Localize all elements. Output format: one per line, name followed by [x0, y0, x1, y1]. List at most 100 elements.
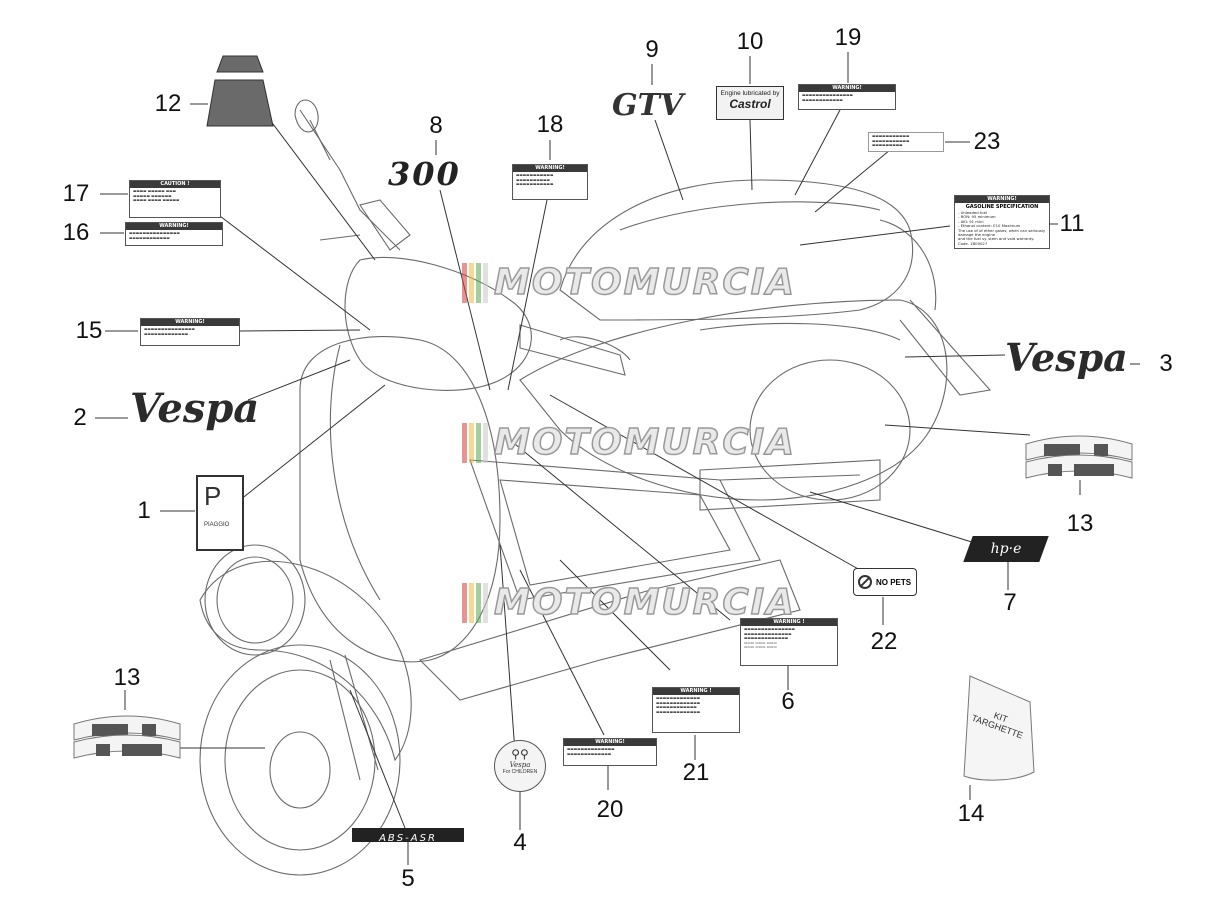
- watermark-bar: [469, 582, 474, 623]
- part-21-warning-label: WARNING ! ▬▬▬▬▬▬▬▬▬▬▬▬▬▬▬▬▬▬▬▬▬▬▬▬▬▬▬▬▬▬…: [652, 687, 740, 733]
- gas-title: GASOLINE SPECIFICATION: [965, 204, 1039, 210]
- warning-header: WARNING!: [799, 85, 895, 92]
- caution-header: CAUTION !: [130, 181, 220, 188]
- part-19-warning-label: WARNING! ▬▬▬▬▬▬▬▬▬▬▬▬▬▬▬▬▬▬▬▬▬▬▬▬▬▬▬: [798, 84, 896, 110]
- gas-line: - AKI: 91 mini: [958, 218, 984, 224]
- part-2-vespa-logo: Vespa: [130, 385, 260, 432]
- callout-16: 16: [62, 219, 90, 246]
- children-icon: ⚲⚲: [511, 747, 529, 761]
- gas-line: and the fuel sy. stem and void warranty.: [958, 236, 1035, 242]
- watermark-text: MOTOMURCIA: [493, 581, 797, 624]
- callout-13-left: 13: [113, 664, 141, 691]
- callout-10: 10: [736, 28, 764, 55]
- watermark-2: MOTOMURCIA: [462, 421, 797, 464]
- callout-6: 6: [781, 688, 795, 715]
- watermark-bar: [483, 422, 488, 463]
- callout-17: 17: [62, 180, 90, 207]
- callout-1: 1: [137, 497, 151, 524]
- callout-12: 12: [154, 90, 182, 117]
- watermark-bar: [483, 262, 488, 303]
- watermark-3: MOTOMURCIA: [462, 581, 797, 624]
- label-body: ▬▬▬▬▬▬▬▬▬▬▬▬▬▬▬▬▬▬▬▬▬▬▬▬▬▬▬: [802, 93, 853, 102]
- castrol-brand: Castrol: [729, 97, 771, 111]
- part-3-vespa-logo: Vespa: [1005, 335, 1128, 380]
- gas-line: - RON: 95 minimum: [958, 214, 996, 220]
- warning-header: WARNING!: [955, 196, 1049, 203]
- watermark-text: MOTOMURCIA: [493, 261, 797, 304]
- part-14-kit-envelope: [963, 675, 1035, 781]
- callout-11: 11: [1059, 210, 1085, 237]
- warning-header: WARNING!: [126, 223, 222, 230]
- part-13-stickers-right: [1025, 435, 1133, 479]
- label-body: ▬▬▬▬ ▬▬▬▬▬ ▬▬▬▬▬▬▬▬ ▬▬▬▬▬▬▬▬▬▬ ▬▬▬▬ ▬▬▬▬…: [133, 189, 180, 203]
- callout-4: 4: [513, 829, 527, 856]
- gas-line: The use of of ether gases, when can seri…: [958, 227, 1046, 238]
- callout-9: 9: [645, 36, 659, 63]
- warning-header: WARNING!: [513, 165, 587, 172]
- part-11-gasoline-label: WARNING! GASOLINE SPECIFICATION - Unlead…: [954, 195, 1050, 249]
- part-12-stickers: [206, 55, 274, 127]
- watermark-bar: [476, 262, 481, 303]
- part-1-piaggio-badge: P PIAGGIO: [196, 475, 244, 551]
- warning-header: WARNING !: [741, 619, 837, 626]
- part-18-warning-label: WARNING! ▬▬▬▬▬▬▬▬▬▬▬▬▬▬▬▬▬▬▬▬▬▬▬▬▬▬▬▬▬▬▬…: [512, 164, 588, 200]
- callout-15: 15: [75, 317, 103, 344]
- no-pets-icon: [858, 575, 872, 589]
- watermark-bar: [469, 262, 474, 303]
- label-body: ▬▬▬▬▬▬▬▬▬▬▬▬▬▬▬▬▬▬▬▬▬▬▬▬▬▬▬▬▬▬▬▬▬▬▬▬▬▬▬▬…: [744, 627, 795, 650]
- part-17-caution-label: CAUTION ! ▬▬▬▬ ▬▬▬▬▬ ▬▬▬▬▬▬▬▬ ▬▬▬▬▬▬▬▬▬▬…: [129, 180, 221, 218]
- label-body: ▬▬▬▬▬▬▬▬▬▬▬▬▬▬▬▬▬▬▬▬▬▬▬▬▬▬▬▬▬▬▬▬: [516, 173, 554, 187]
- watermark-bar: [483, 582, 488, 623]
- callout-23: 23: [973, 128, 1001, 155]
- hpe-text: hp·e: [990, 541, 1022, 557]
- watermark-1: MOTOMURCIA: [462, 261, 797, 304]
- part-9-gtv-logo: GTV: [612, 88, 684, 123]
- callout-5: 5: [401, 865, 415, 892]
- gas-lines: - Unleaded fuel - RON: 95 minimum - AKI:…: [955, 210, 1049, 247]
- callout-20: 20: [596, 796, 624, 823]
- part-10-castrol-label: Engine lubricated by Castrol: [716, 86, 784, 120]
- watermark-bar: [462, 262, 467, 303]
- label-body: ▬▬▬▬▬▬▬▬▬▬▬▬▬▬▬▬▬▬▬▬▬▬▬▬▬▬▬: [567, 747, 615, 756]
- callout-3: 3: [1159, 350, 1173, 377]
- callout-18: 18: [536, 111, 564, 138]
- callout-7: 7: [1003, 589, 1017, 616]
- watermark-bar: [462, 422, 467, 463]
- gas-line: - Unleaded fuel: [958, 210, 987, 215]
- watermark-bar: [476, 582, 481, 623]
- gas-code: Code. 1B00027: [958, 240, 988, 246]
- piaggio-letter: P: [204, 481, 222, 511]
- part-4-round-sticker: ⚲⚲ Vespa For CHILDREN: [494, 740, 546, 792]
- watermark-text: MOTOMURCIA: [493, 421, 797, 464]
- watermark-bar: [476, 422, 481, 463]
- part-8-300-badge: 300: [388, 155, 461, 193]
- warning-header: WARNING!: [141, 319, 239, 326]
- part-23-label: ▬▬▬▬▬▬▬▬▬▬▬▬▬▬▬▬▬▬▬▬▬▬▬▬▬▬▬▬▬▬▬: [868, 132, 944, 152]
- callout-2: 2: [73, 404, 87, 431]
- callout-22: 22: [870, 628, 898, 655]
- part-16-warning-label: WARNING! ▬▬▬▬▬▬▬▬▬▬▬▬▬▬▬▬▬▬▬▬▬▬▬▬▬▬▬: [125, 222, 223, 246]
- callout-21: 21: [682, 759, 710, 786]
- castrol-top: Engine lubricated by: [720, 90, 780, 97]
- part-7-hpe-badge: hp·e: [963, 536, 1049, 562]
- callout-13-right: 13: [1066, 510, 1094, 537]
- part-15-warning-label: WARNING! ▬▬▬▬▬▬▬▬▬▬▬▬▬▬▬▬▬▬▬▬▬▬▬▬▬▬▬▬: [140, 318, 240, 346]
- part-22-no-pets-label: NO PETS: [853, 568, 917, 596]
- piaggio-text: PIAGGIO: [204, 522, 230, 528]
- warning-header: WARNING!: [564, 739, 656, 746]
- part-6-warning-label: WARNING ! ▬▬▬▬▬▬▬▬▬▬▬▬▬▬▬▬▬▬▬▬▬▬▬▬▬▬▬▬▬▬…: [740, 618, 838, 666]
- no-pets-text: NO PETS: [876, 577, 912, 587]
- callout-19: 19: [834, 24, 862, 51]
- label-body: ▬▬▬▬▬▬▬▬▬▬▬▬▬▬▬▬▬▬▬▬▬▬▬▬▬▬▬▬▬▬▬: [872, 134, 910, 148]
- callout-8: 8: [429, 112, 443, 139]
- watermark-bar: [469, 422, 474, 463]
- part-13-stickers-left: [73, 715, 181, 759]
- for-children-text: For CHILDREN: [502, 769, 538, 775]
- warning-header: WARNING !: [653, 688, 739, 695]
- label-body: ▬▬▬▬▬▬▬▬▬▬▬▬▬▬▬▬▬▬▬▬▬▬▬▬▬▬▬: [129, 231, 180, 240]
- vespa-script: Vespa: [509, 761, 531, 769]
- part-20-warning-label: WARNING! ▬▬▬▬▬▬▬▬▬▬▬▬▬▬▬▬▬▬▬▬▬▬▬▬▬▬▬: [563, 738, 657, 766]
